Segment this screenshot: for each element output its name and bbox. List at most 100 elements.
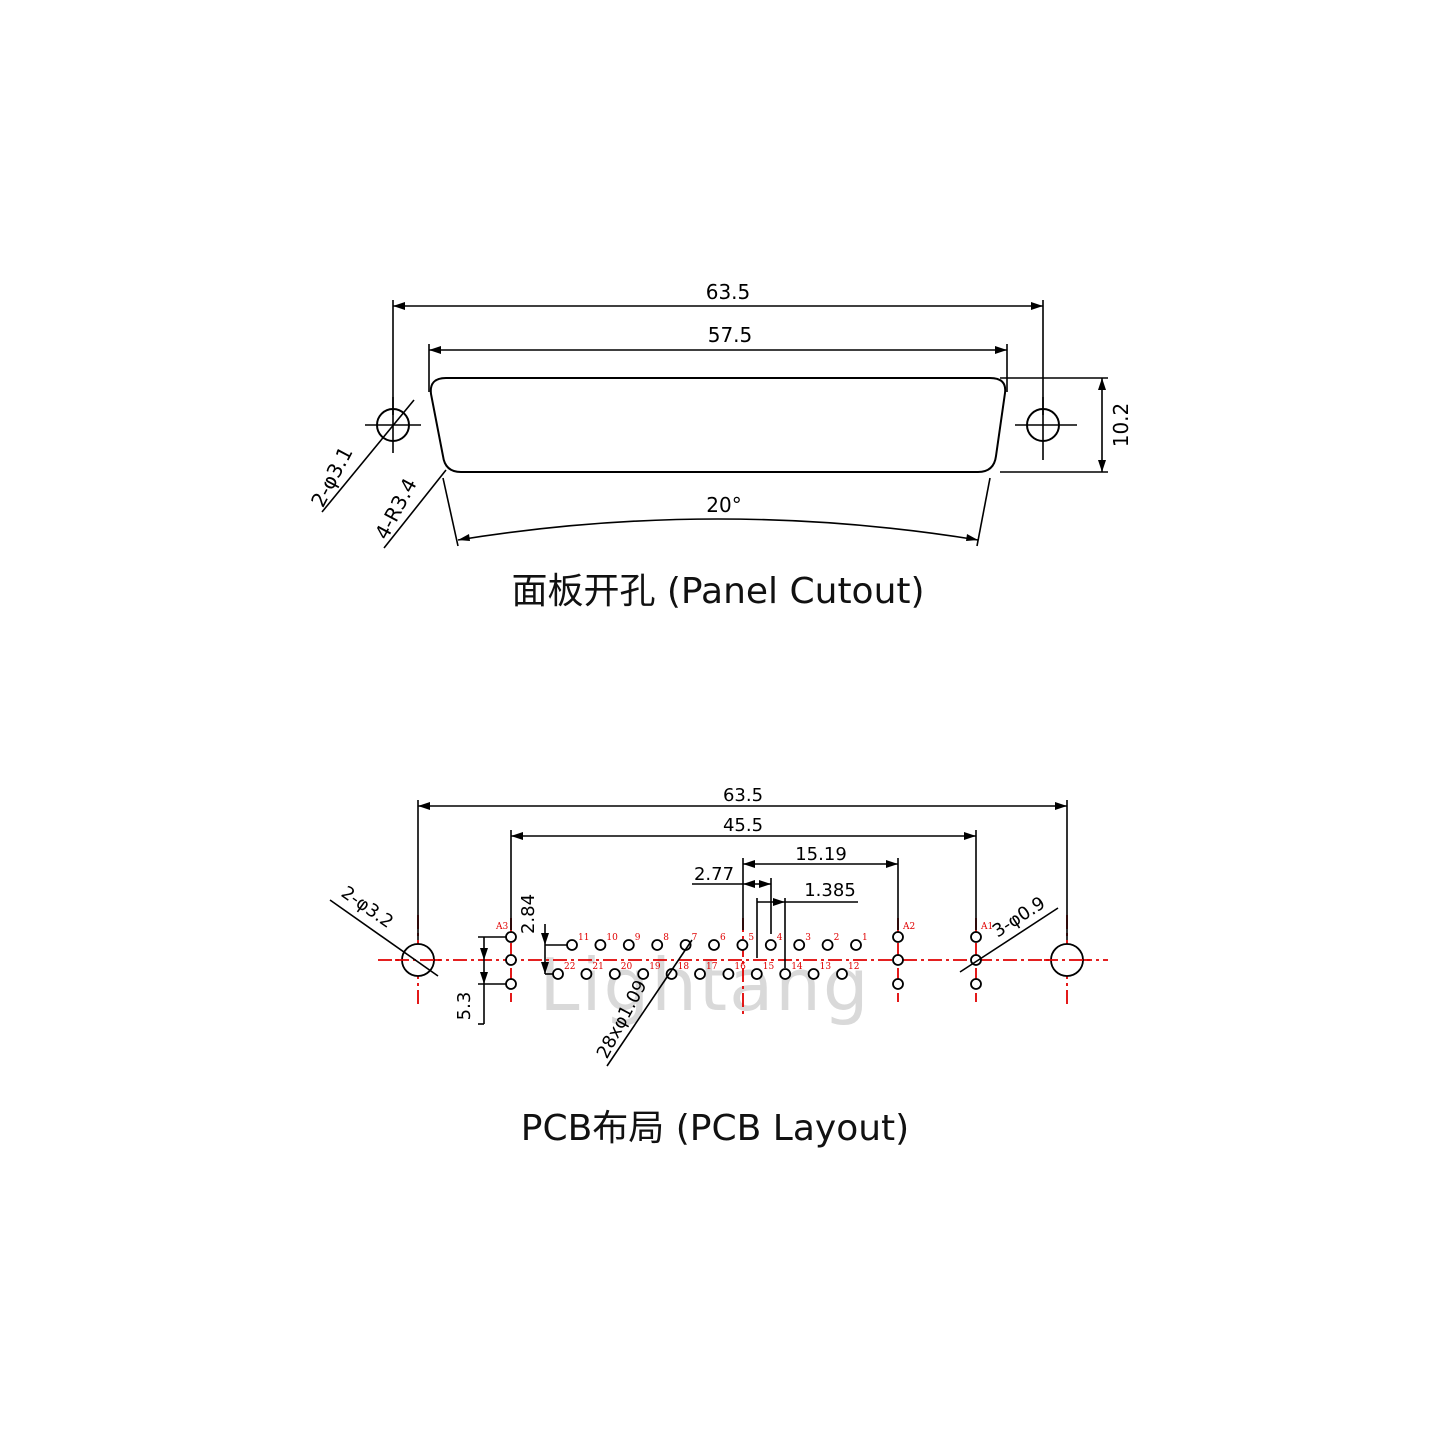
top-pin-label: 4 bbox=[777, 933, 783, 943]
bottom-pin-hole bbox=[722, 968, 735, 980]
arrow bbox=[480, 972, 488, 984]
panel-dim-height: 10.2 bbox=[1109, 403, 1133, 448]
panel-dim-holes: 2-φ3.1 bbox=[306, 442, 358, 511]
arrow-left bbox=[743, 860, 755, 868]
bottom-pin-label: 20 bbox=[621, 962, 633, 972]
pcb-hole-a2-bottom bbox=[892, 978, 904, 990]
angle-ext-left bbox=[442, 477, 459, 547]
arrow-left bbox=[393, 302, 405, 310]
arrow-right bbox=[1055, 802, 1067, 810]
bottom-pin-label: 15 bbox=[763, 962, 775, 972]
top-pin-hole bbox=[651, 939, 664, 951]
top-pin-hole bbox=[850, 939, 862, 951]
pcb-layout-view: Lightang 63.5 45.5 15.19 bbox=[329, 785, 1108, 1149]
top-pin-hole bbox=[764, 939, 777, 951]
pin-label-a2: A2 bbox=[902, 922, 915, 932]
pcb-hole-a1-top bbox=[970, 931, 982, 943]
watermark-text: Lightang bbox=[539, 943, 870, 1027]
bottom-pin-hole bbox=[779, 968, 792, 980]
pcb-dim-a-holes: 3-φ0.9 bbox=[989, 893, 1049, 942]
arrow bbox=[541, 933, 549, 945]
pcb-hole-a3-top bbox=[505, 931, 517, 943]
arrow-left bbox=[418, 802, 430, 810]
top-pin-label: 2 bbox=[834, 933, 840, 943]
bottom-pin-label: 12 bbox=[848, 962, 859, 972]
arrow-right bbox=[995, 346, 1007, 354]
top-pin-hole bbox=[622, 939, 635, 951]
angle-ext-right bbox=[976, 477, 991, 547]
panel-dim-angle: 20° bbox=[706, 493, 741, 517]
top-pin-hole bbox=[708, 939, 720, 951]
pcb-dim-vertical: 5.3 bbox=[454, 992, 475, 1021]
leader-signal-holes bbox=[606, 939, 693, 1067]
bottom-pin-label: 13 bbox=[820, 962, 832, 972]
top-pin-label: 1 bbox=[862, 933, 868, 943]
leader-mount-holes bbox=[329, 899, 439, 977]
top-pin-label: 10 bbox=[606, 933, 618, 943]
top-pin-hole bbox=[594, 939, 607, 951]
arrow-up bbox=[1098, 378, 1106, 390]
arrow bbox=[743, 880, 755, 888]
panel-dim-overall: 63.5 bbox=[706, 280, 751, 304]
arrow-down bbox=[1098, 460, 1106, 472]
pcb-dim-row: 2.84 bbox=[518, 894, 539, 934]
bottom-pin-label: 19 bbox=[649, 962, 661, 972]
pcb-dim-pitch: 2.77 bbox=[694, 864, 734, 885]
arrow bbox=[773, 898, 785, 906]
bottom-pin-hole bbox=[608, 968, 621, 980]
top-pin-hole bbox=[793, 939, 806, 951]
pcb-hole-a3-bottom bbox=[505, 978, 517, 990]
arrow-right bbox=[1031, 302, 1043, 310]
bottom-pin-hole bbox=[552, 968, 564, 980]
pcb-dim-half-pitch: 1.385 bbox=[804, 880, 856, 901]
pcb-hole-a2-mid bbox=[892, 954, 904, 966]
bottom-pin-label: 16 bbox=[734, 962, 746, 972]
arrow-left bbox=[429, 346, 441, 354]
pin-label-a1: A1 bbox=[980, 922, 993, 932]
bottom-pin-hole bbox=[637, 968, 650, 980]
panel-dim-radius: 4-R3.4 bbox=[370, 474, 422, 543]
panel-cutout-title: 面板开孔 (Panel Cutout) bbox=[511, 571, 924, 612]
d-sub-cutout-outline bbox=[429, 377, 1007, 473]
pcb-dim-a-span: 15.19 bbox=[795, 844, 847, 865]
pcb-dim-span: 45.5 bbox=[723, 815, 763, 836]
arrow-right bbox=[966, 534, 978, 541]
bottom-pin-hole bbox=[580, 968, 593, 980]
leader-radius bbox=[383, 469, 447, 549]
top-pin-hole bbox=[566, 939, 578, 951]
bottom-pin-hole bbox=[694, 968, 706, 980]
bottom-pin-label: 18 bbox=[678, 962, 690, 972]
top-pin-label: 6 bbox=[720, 933, 726, 943]
top-pin-hole bbox=[821, 939, 834, 951]
top-pin-hole bbox=[736, 939, 749, 951]
bottom-pin-label: 14 bbox=[791, 962, 803, 972]
arrow-left bbox=[511, 832, 523, 840]
panel-dim-cutout: 57.5 bbox=[708, 323, 753, 347]
leader-a-holes bbox=[959, 907, 1059, 973]
top-pin-label: 5 bbox=[748, 933, 754, 943]
bottom-pin-label: 21 bbox=[592, 962, 603, 972]
top-pin-label: 3 bbox=[805, 933, 811, 943]
pcb-hole-a1-bottom bbox=[970, 978, 982, 990]
bottom-pin-hole bbox=[807, 968, 820, 980]
bottom-pin-hole bbox=[836, 968, 848, 980]
pin-label-a3: A3 bbox=[495, 922, 508, 932]
arrow-left bbox=[458, 534, 470, 541]
arrow-right bbox=[886, 860, 898, 868]
arrow bbox=[759, 880, 771, 888]
arrow bbox=[480, 948, 488, 960]
bottom-pin-label: 22 bbox=[564, 962, 575, 972]
arrow-right bbox=[964, 832, 976, 840]
top-pin-label: 11 bbox=[578, 933, 589, 943]
pcb-dim-overall: 63.5 bbox=[723, 785, 763, 806]
arrow bbox=[541, 962, 549, 974]
pcb-hole-a2-top bbox=[892, 931, 904, 943]
top-pin-label: 8 bbox=[663, 933, 669, 943]
bottom-pin-hole bbox=[750, 968, 763, 980]
pcb-hole-a3-mid bbox=[505, 954, 517, 966]
pcb-layout-title: PCB布局 (PCB Layout) bbox=[521, 1108, 909, 1149]
top-pin-label: 7 bbox=[692, 933, 698, 943]
